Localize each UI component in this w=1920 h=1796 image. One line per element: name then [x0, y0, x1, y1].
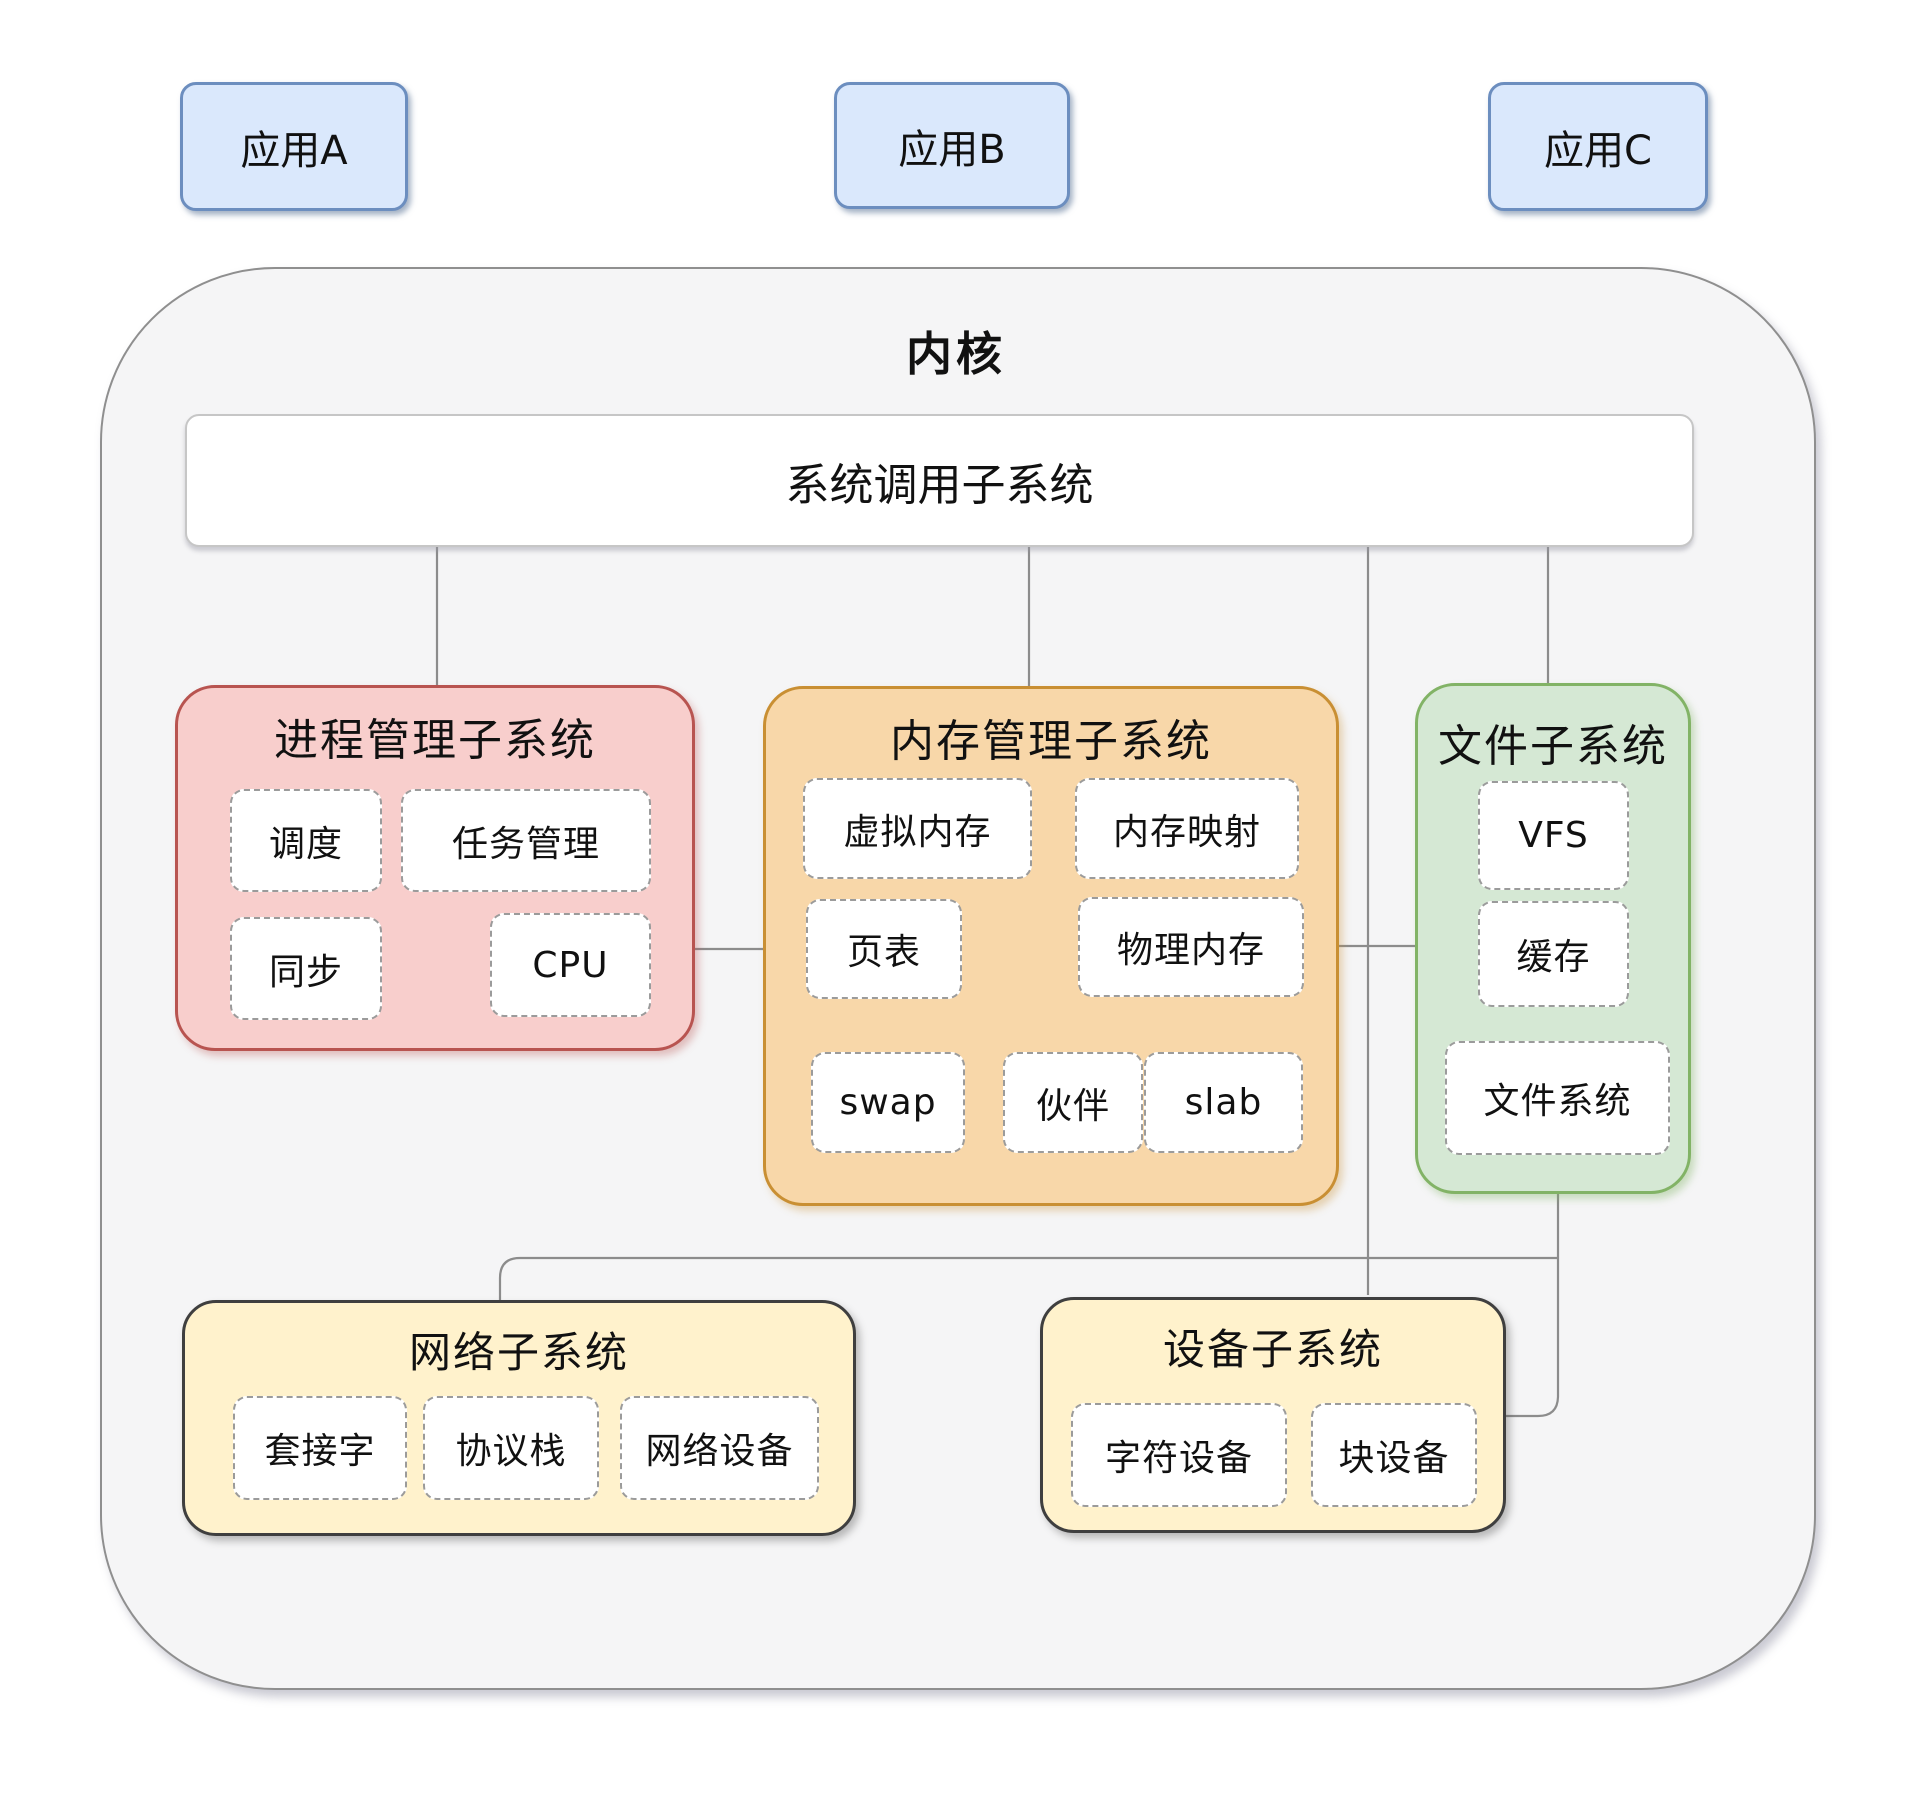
network-subsystem-node: 网络子系统 套接字 协议栈 网络设备: [182, 1300, 856, 1536]
node-virtual-memory: 虚拟内存: [803, 778, 1032, 879]
syscall-subsystem-node: 系统调用子系统: [185, 414, 1694, 547]
node-cache: 缓存: [1478, 901, 1629, 1007]
node-block-device: 块设备: [1311, 1403, 1477, 1507]
kernel-title: 内核: [906, 327, 1006, 381]
app-a-label: 应用A: [240, 127, 348, 174]
node-protocol-stack: 协议栈: [423, 1396, 599, 1500]
app-b-node: 应用B: [834, 82, 1070, 209]
app-c-node: 应用C: [1488, 82, 1708, 211]
process-subsystem-title: 进程管理子系统: [274, 715, 596, 766]
node-slab: slab: [1144, 1052, 1303, 1153]
node-network-device: 网络设备: [620, 1396, 819, 1500]
node-vfs: VFS: [1478, 781, 1629, 890]
memory-subsystem-node: 内存管理子系统 虚拟内存 内存映射 页表 物理内存 swap 伙伴 slab: [763, 686, 1339, 1206]
syscall-subsystem-label: 系统调用子系统: [785, 459, 1094, 511]
device-subsystem-node: 设备子系统 字符设备 块设备: [1040, 1297, 1506, 1533]
memory-subsystem-title: 内存管理子系统: [890, 716, 1212, 767]
node-filesystem: 文件系统: [1445, 1041, 1670, 1155]
node-swap: swap: [811, 1052, 965, 1153]
node-cpu: CPU: [490, 913, 651, 1017]
node-char-device: 字符设备: [1071, 1403, 1287, 1507]
node-physical-memory: 物理内存: [1078, 897, 1304, 997]
network-subsystem-title: 网络子系统: [408, 1328, 629, 1377]
node-page-table: 页表: [806, 899, 962, 999]
node-synchronization: 同步: [230, 917, 382, 1020]
node-socket: 套接字: [233, 1396, 407, 1500]
device-subsystem-title: 设备子系统: [1162, 1325, 1383, 1374]
node-buddy: 伙伴: [1003, 1052, 1143, 1153]
node-memory-mapping: 内存映射: [1075, 778, 1299, 879]
app-c-label: 应用C: [1544, 127, 1652, 174]
connector-network-file: [498, 1256, 1558, 1300]
file-subsystem-title: 文件子系统: [1438, 721, 1668, 772]
app-b-label: 应用B: [898, 126, 1006, 173]
node-scheduling: 调度: [230, 789, 382, 892]
file-subsystem-node: 文件子系统 VFS 缓存 文件系统: [1415, 683, 1691, 1194]
node-task-management: 任务管理: [401, 789, 651, 892]
connector-file-device: [1500, 1187, 1560, 1418]
process-subsystem-node: 进程管理子系统 调度 任务管理 同步 CPU: [175, 685, 695, 1051]
app-a-node: 应用A: [180, 82, 408, 211]
